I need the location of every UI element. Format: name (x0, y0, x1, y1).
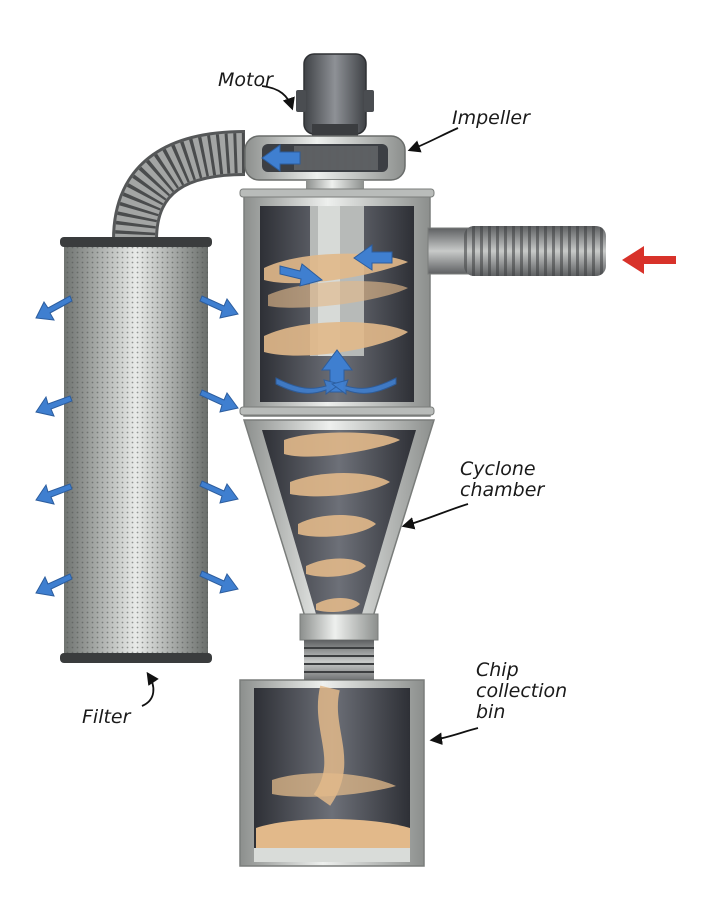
bellows-connector (304, 640, 374, 684)
filter-exhaust-arrows (35, 295, 239, 597)
exhaust-arrow-right-2 (199, 389, 239, 413)
exhaust-arrow-right-4 (199, 570, 239, 594)
motor (296, 53, 374, 138)
filter-pointer (141, 671, 159, 707)
exhaust-arrow-right-3 (199, 480, 239, 504)
exhaust-arrow-left-4 (35, 573, 73, 597)
exhaust-arrow-left-3 (35, 483, 73, 505)
bin-pointer (429, 727, 479, 745)
filter-canister (60, 237, 212, 663)
impeller-pointer (407, 127, 459, 153)
impeller-housing (244, 135, 406, 181)
intake-arrow (622, 246, 676, 274)
side-inlet (427, 226, 606, 276)
cyclone-label-line-2: chamber (460, 479, 545, 501)
bin-label-line-2: collection (476, 680, 568, 702)
chip-bin-label: Chip collection bin (476, 660, 567, 723)
label-pointers (141, 85, 479, 745)
impeller-label: Impeller (452, 107, 530, 129)
filter-label: Filter (82, 706, 131, 728)
chip-swirl-cone (284, 432, 400, 612)
exhaust-arrow-left-1 (35, 295, 73, 321)
cyclone-chamber-label: Cyclone chamber (460, 459, 544, 501)
bin-label-line-3: bin (476, 701, 506, 723)
impeller-airflow-arrow (261, 144, 301, 172)
bin-label-line-1: Chip (476, 659, 519, 681)
cyclone-pointer (401, 503, 469, 530)
motor-pointer (261, 85, 295, 111)
exhaust-arrow-left-2 (35, 395, 73, 417)
cyclone-label-line-1: Cyclone (460, 458, 536, 480)
chip-collection-bin (239, 679, 425, 867)
motor-label: Motor (218, 69, 273, 91)
upper-airflow-arrows (275, 244, 397, 395)
flex-hose (112, 130, 246, 241)
exhaust-arrow-right-1 (199, 295, 239, 319)
